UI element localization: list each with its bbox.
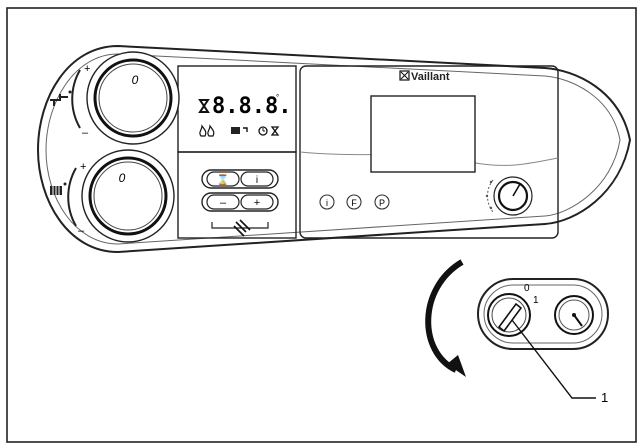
hourglass-small-icon: [270, 126, 280, 136]
display-digits: 8.8.8.: [212, 94, 291, 119]
plus-button[interactable]: [240, 194, 274, 210]
callout-number: 1: [601, 390, 608, 405]
switch-label-off: 0: [524, 283, 530, 294]
heating-minus: –: [78, 225, 85, 237]
callout-line: [511, 319, 596, 399]
info-key-button[interactable]: [319, 194, 335, 210]
switch-panel-inner: [483, 284, 603, 344]
hot-water-minus: –: [82, 127, 89, 139]
heating-knob[interactable]: [67, 149, 175, 243]
minus-button[interactable]: [206, 194, 240, 210]
hot-water-plus: +: [84, 63, 90, 75]
flame-icon: [199, 124, 215, 137]
clock-icon: [258, 126, 268, 136]
program-key-button[interactable]: [374, 194, 390, 210]
button-cluster: [201, 169, 279, 212]
hot-water-knob-pointer: 0: [132, 73, 139, 87]
info-button[interactable]: [240, 171, 274, 187]
fault-key-label: F: [351, 198, 357, 208]
program-key-label: P: [379, 198, 385, 208]
hourglass-icon: [198, 99, 210, 113]
button-group-bottom-frame: [201, 192, 279, 212]
hourglass-button-label: ⌛: [217, 173, 229, 186]
plus-button-label: +: [254, 197, 260, 209]
pressure-gauge: [554, 295, 594, 335]
hourglass-button[interactable]: [206, 171, 240, 187]
button-section: [177, 151, 297, 239]
heating-knob-pointer: 0: [119, 171, 126, 185]
control-panel-body: [36, 44, 632, 254]
lcd-display: 8.8.8. °: [198, 93, 291, 137]
info-key-label: i: [326, 198, 328, 208]
button-group-top-frame: [201, 169, 279, 189]
info-button-label: i: [256, 175, 258, 186]
minus-button-label: –: [220, 197, 227, 209]
vaillant-logo: [399, 70, 410, 81]
rotation-arrow-icon: [425, 259, 466, 377]
fault-key-button[interactable]: [346, 194, 362, 210]
heating-plus: +: [80, 161, 86, 173]
radiator-icon: [50, 182, 67, 195]
radiator-display-icon: [231, 127, 248, 134]
hot-water-knob[interactable]: [71, 51, 180, 145]
tap-icon: [50, 90, 72, 106]
switch-label-on: 1: [533, 295, 539, 306]
display-degree-mark: °: [276, 93, 279, 102]
adjust-knob[interactable]: [493, 176, 533, 216]
chimney-sweep-icon: [211, 219, 269, 237]
status-screen: [370, 95, 476, 173]
adjust-knob-scale: [485, 179, 494, 213]
brand-name: Vaillant: [411, 71, 450, 83]
main-power-switch[interactable]: [487, 293, 531, 337]
